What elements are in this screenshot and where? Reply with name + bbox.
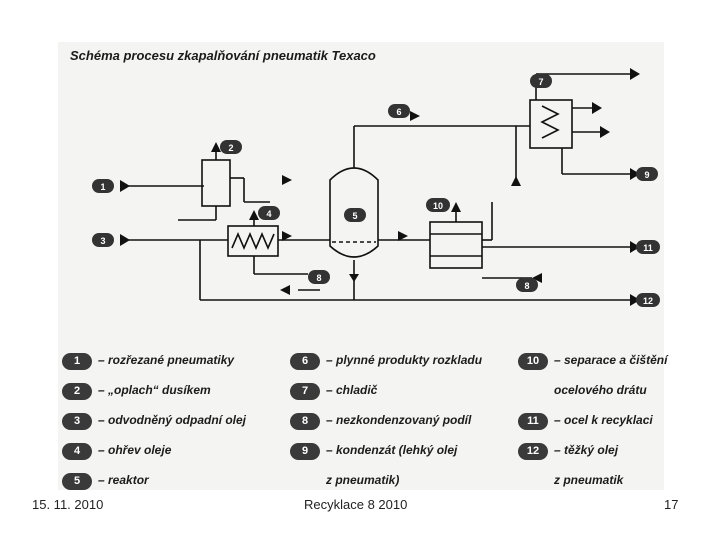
legend-badge: 11: [518, 413, 548, 430]
legend-badge: 12: [518, 443, 548, 460]
legend-item-10-continuation: ocelového drátu: [554, 383, 647, 397]
svg-text:5: 5: [352, 211, 357, 221]
stream-markers: 1 2 3 4 5 6 7 8 8 9 10 11 12: [92, 74, 660, 307]
svg-text:7: 7: [538, 77, 543, 87]
marker-3: 3: [92, 233, 114, 247]
marker-6: 6: [388, 104, 410, 118]
footer-date: 15. 11. 2010: [32, 497, 104, 512]
legend-item-9-continuation: z pneumatik): [326, 473, 400, 487]
steel-separator: [429, 221, 483, 269]
marker-12: 12: [636, 293, 660, 307]
svg-text:4: 4: [266, 209, 271, 219]
legend-badge: 8: [290, 413, 320, 430]
inlet-arrow-3: [120, 234, 130, 246]
scanned-figure: Schéma procesu zkapalňování pneumatik Te…: [58, 42, 664, 490]
svg-text:9: 9: [644, 170, 649, 180]
reactor-vessel: [329, 167, 379, 258]
diagram-title: Schéma procesu zkapalňování pneumatik Te…: [70, 48, 376, 63]
marker-1: 1: [92, 179, 114, 193]
legend-badge: 2: [62, 383, 92, 400]
svg-text:2: 2: [228, 143, 233, 153]
legend-badge: 10: [518, 353, 548, 370]
marker-8-lower: 8: [516, 278, 538, 292]
legend-label: – ocel k recyklaci: [554, 413, 653, 427]
legend-badge: 7: [290, 383, 320, 400]
legend-label: – kondenzát (lehký olej: [326, 443, 458, 457]
legend-label: – plynné produkty rozkladu: [326, 353, 483, 367]
page-number: 17: [664, 497, 679, 512]
marker-2: 2: [220, 140, 242, 154]
legend-label: – ohřev oleje: [98, 443, 172, 457]
footer-title: Recyklace 8 2010: [304, 497, 408, 512]
svg-text:3: 3: [100, 236, 105, 246]
svg-text:10: 10: [433, 201, 443, 211]
legend-badge: 4: [62, 443, 92, 460]
legend-badge: 6: [290, 353, 320, 370]
svg-text:12: 12: [643, 296, 653, 306]
legend-label: – chladič: [326, 383, 378, 397]
cooler-unit: [529, 99, 573, 149]
legend-badge: 5: [62, 473, 92, 490]
legend-label: – „oplach“ dusíkem: [98, 383, 211, 397]
svg-text:8: 8: [524, 281, 529, 291]
oil-heater: [227, 225, 279, 257]
marker-7: 7: [530, 74, 552, 88]
svg-text:1: 1: [100, 182, 105, 192]
legend-label: – nezkondenzovaný podíl: [326, 413, 472, 427]
process-diagram: 1 2 3 4 5 6 7 8 8 9 10 11 12: [92, 68, 660, 307]
marker-11: 11: [636, 240, 660, 254]
legend-label: – rozřezané pneumatiky: [98, 353, 235, 367]
svg-text:8: 8: [316, 273, 321, 283]
legend-label: – těžký olej: [554, 443, 619, 457]
legend-label: – separace a čištění: [554, 353, 668, 367]
legend-label: – odvodněný odpadní olej: [98, 413, 247, 427]
marker-5: 5: [344, 208, 366, 222]
nitrogen-rinse-unit: [201, 159, 231, 207]
legend-badge: 3: [62, 413, 92, 430]
legend-item-12-continuation: z pneumatik: [554, 473, 624, 487]
legend-badge: 9: [290, 443, 320, 460]
inlet-arrow-1: [120, 180, 130, 192]
marker-10: 10: [426, 198, 450, 212]
marker-8-upper: 8: [308, 270, 330, 284]
marker-4: 4: [258, 206, 280, 220]
marker-9: 9: [636, 167, 658, 181]
legend-badge: 1: [62, 353, 92, 370]
svg-text:11: 11: [643, 243, 653, 253]
legend-label: – reaktor: [98, 473, 149, 487]
svg-text:6: 6: [396, 107, 401, 117]
